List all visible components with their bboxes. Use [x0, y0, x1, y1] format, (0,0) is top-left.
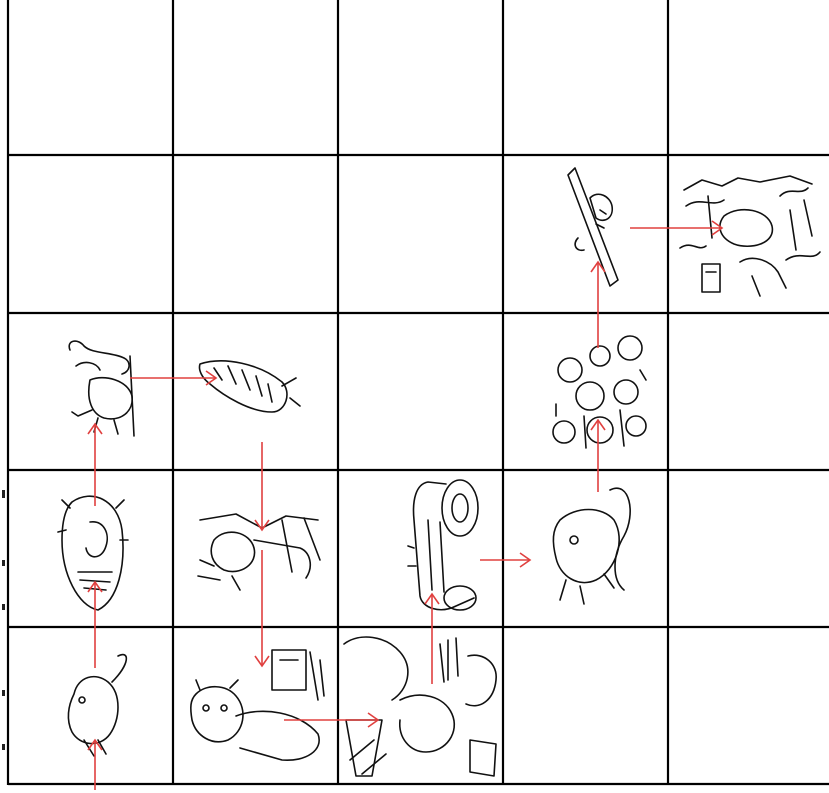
flower-bouquet-icon: [553, 336, 646, 448]
pangolin-icon: [199, 361, 300, 412]
camping-scene-icon: [344, 637, 496, 776]
bear-icon: [191, 650, 324, 760]
log-stump-icon: [408, 480, 478, 610]
hunting-scene-icon: [676, 176, 824, 298]
squirrel-icon: [69, 341, 134, 436]
tribal-mask-icon: [58, 496, 128, 610]
chameleon-icon: [553, 488, 630, 604]
edge-marks: [2, 490, 5, 750]
path-arrows: [88, 221, 722, 790]
mouse-icon: [68, 655, 126, 756]
